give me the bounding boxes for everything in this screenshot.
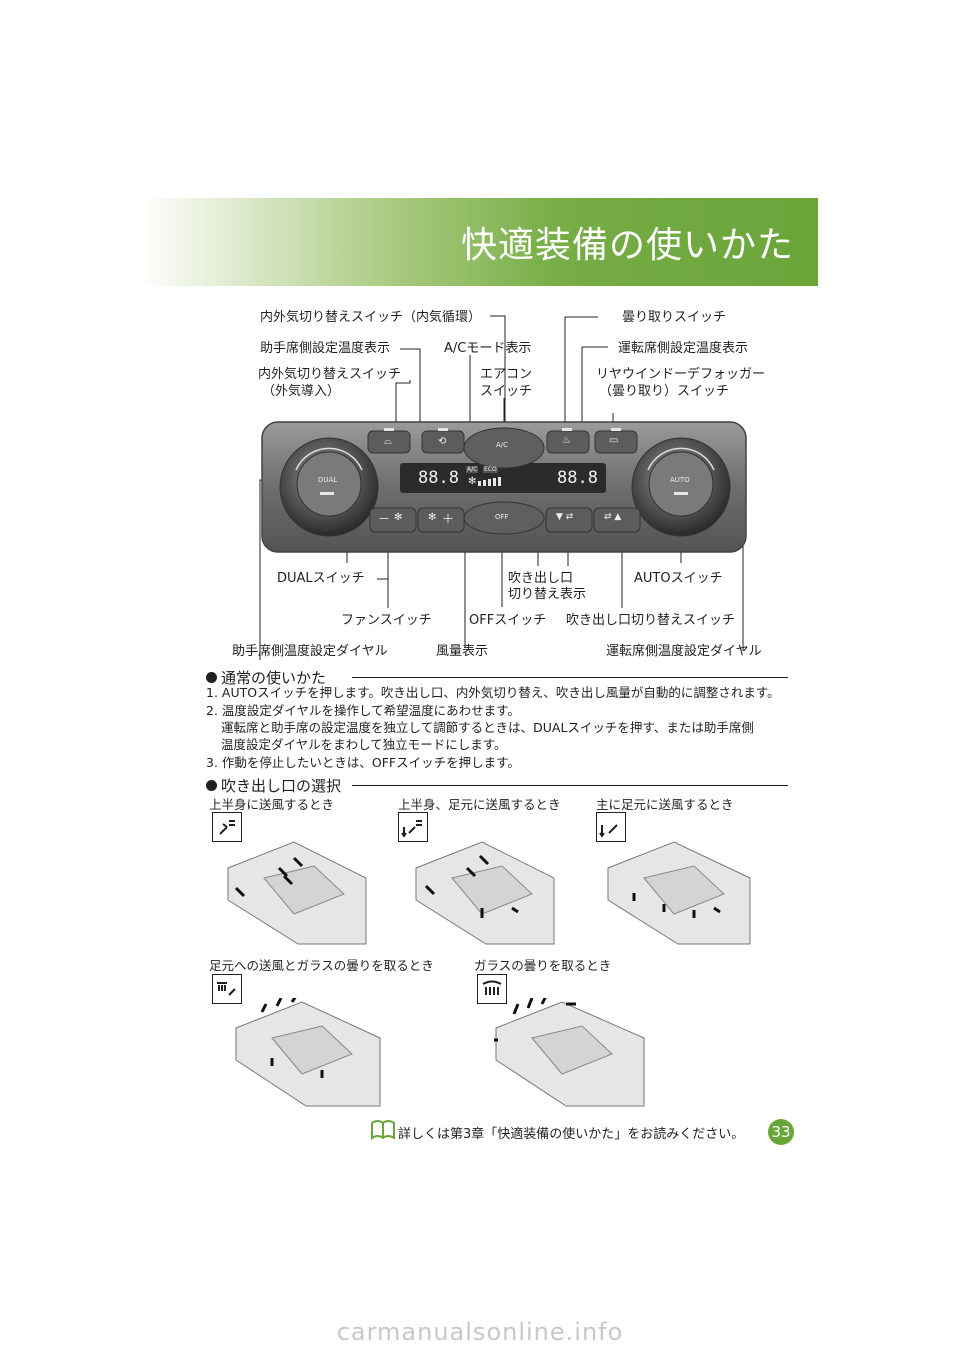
driver-temp-readout: 88.8 — [557, 468, 598, 488]
dual-switch[interactable]: DUAL — [318, 476, 338, 484]
label-dual-switch: DUALスイッチ — [277, 571, 365, 586]
book-icon — [370, 1119, 396, 1141]
defrost-icon — [477, 974, 507, 1004]
label-auto-switch: AUTOスイッチ — [634, 571, 723, 586]
bilevel-vent-icon — [398, 812, 428, 842]
label-rear-defog: リヤウインドーデフォッガー — [596, 367, 766, 382]
cabin-illustration-bilevel — [415, 841, 555, 945]
climate-panel-diagram — [259, 315, 747, 660]
usage-step-2-detail: 運転席と助手席の設定温度を独立して調節するときは、DUALスイッチを押す、または… — [221, 720, 754, 735]
cabin-illustration-defrost — [494, 998, 645, 1107]
label-fan-switch: ファンスイッチ — [341, 613, 432, 628]
vent-caption-bilevel: 上半身、足元に送風するとき — [398, 797, 561, 812]
eco-tag: ECO — [483, 466, 498, 473]
face-vent-icon — [212, 812, 242, 842]
label-defog-switch: 曇り取りスイッチ — [622, 310, 727, 325]
fresh-air-icon: ⌓ — [384, 436, 392, 447]
label-outlet-display: 吹き出し口 — [508, 571, 574, 586]
lcd-display — [400, 463, 606, 493]
fan-down-button[interactable]: － — [378, 512, 391, 526]
recirc-icon: ⟲ — [438, 436, 447, 447]
usage-step-3: 3. 作動を停止したいときは、OFFスイッチを押します。 — [206, 755, 520, 770]
section-heading-text: 吹き出し口の選択 — [221, 777, 342, 795]
ac-switch[interactable]: A/C — [496, 441, 509, 449]
label-ac-switch-sub: スイッチ — [480, 384, 533, 399]
section-heading-text: 通常の使いかた — [221, 669, 327, 687]
label-off-switch: OFFスイッチ — [469, 613, 547, 628]
cabin-illustration-foot-defrost — [235, 998, 381, 1107]
label-passenger-dial: 助手席側温度設定ダイヤル — [232, 644, 388, 659]
vent-caption-face: 上半身に送風するとき — [209, 797, 335, 812]
label-passenger-temp-display: 助手席側設定温度表示 — [260, 341, 391, 356]
page-number: 33 — [768, 1119, 794, 1145]
bullet-icon — [206, 672, 217, 683]
cabin-illustration-face — [227, 841, 367, 945]
fan-icon: ✻ — [468, 476, 477, 487]
divider — [352, 677, 788, 678]
fan-icon: ✻ — [394, 512, 403, 523]
off-switch[interactable]: OFF — [495, 513, 509, 521]
footer-reference-note: 詳しくは第3章「快適装備の使いかた」をお読みください。 — [398, 1127, 745, 1142]
passenger-temp-readout: 88.8 — [418, 468, 459, 488]
fan-icon: ✻ — [428, 512, 437, 523]
auto-switch[interactable]: AUTO — [670, 476, 690, 484]
page-title: 快適装備の使いかた — [460, 225, 794, 266]
label-ac-switch: エアコン — [480, 367, 533, 382]
label-fresh-switch: 内外気切り替えスイッチ — [258, 367, 402, 382]
usage-step-1: 1. AUTOスイッチを押します。吹き出し口、内外気切り替え、吹き出し風量が自動… — [206, 685, 780, 700]
label-outlet-display-sub: 切り替え表示 — [508, 587, 587, 602]
cabin-illustration-foot — [607, 841, 751, 945]
fan-up-button[interactable]: ＋ — [442, 512, 455, 526]
outlet-down-button[interactable]: ▼ ⇄ — [556, 512, 574, 522]
usage-step-2-detail-2: 温度設定ダイヤルをまわして独立モードにします。 — [221, 737, 507, 752]
label-outlet-switch: 吹き出し口切り替えスイッチ — [566, 613, 736, 628]
section-heading-usage: 通常の使いかた — [206, 667, 326, 688]
vent-caption-foot: 主に足元に送風するとき — [596, 797, 734, 812]
rear-defog-icon: ▭ — [609, 435, 619, 446]
outlet-up-button[interactable]: ⇄ ▲ — [604, 512, 622, 522]
section-heading-vents: 吹き出し口の選択 — [206, 775, 341, 796]
foot-vent-icon — [596, 812, 626, 842]
label-ac-mode-display: A/Cモード表示 — [444, 341, 532, 356]
label-driver-temp-display: 運転席側設定温度表示 — [618, 341, 749, 356]
usage-step-2: 2. 温度設定ダイヤルを操作して希望温度にあわせます。 — [206, 703, 520, 718]
watermark: carmanualsonline.info — [336, 1318, 624, 1346]
vent-caption-foot-defrost: 足元への送風とガラスの曇りを取るとき — [209, 958, 434, 973]
label-fresh-switch-sub: （外気導入） — [262, 384, 341, 399]
ac-mode-tag: A/C — [466, 466, 479, 473]
label-rear-defog-sub: （曇り取り）スイッチ — [599, 384, 730, 399]
foot-defrost-icon — [212, 974, 242, 1004]
defrost-icon: ♨ — [562, 435, 571, 446]
label-fan-display: 風量表示 — [436, 644, 489, 659]
label-driver-dial: 運転席側温度設定ダイヤル — [606, 644, 762, 659]
vent-caption-defrost: ガラスの曇りを取るとき — [474, 958, 612, 973]
divider — [352, 785, 788, 786]
label-recirc-switch: 内外気切り替えスイッチ（内気循環） — [260, 310, 482, 325]
bullet-icon — [206, 780, 217, 791]
title-banner: 快適装備の使いかた — [140, 198, 818, 286]
